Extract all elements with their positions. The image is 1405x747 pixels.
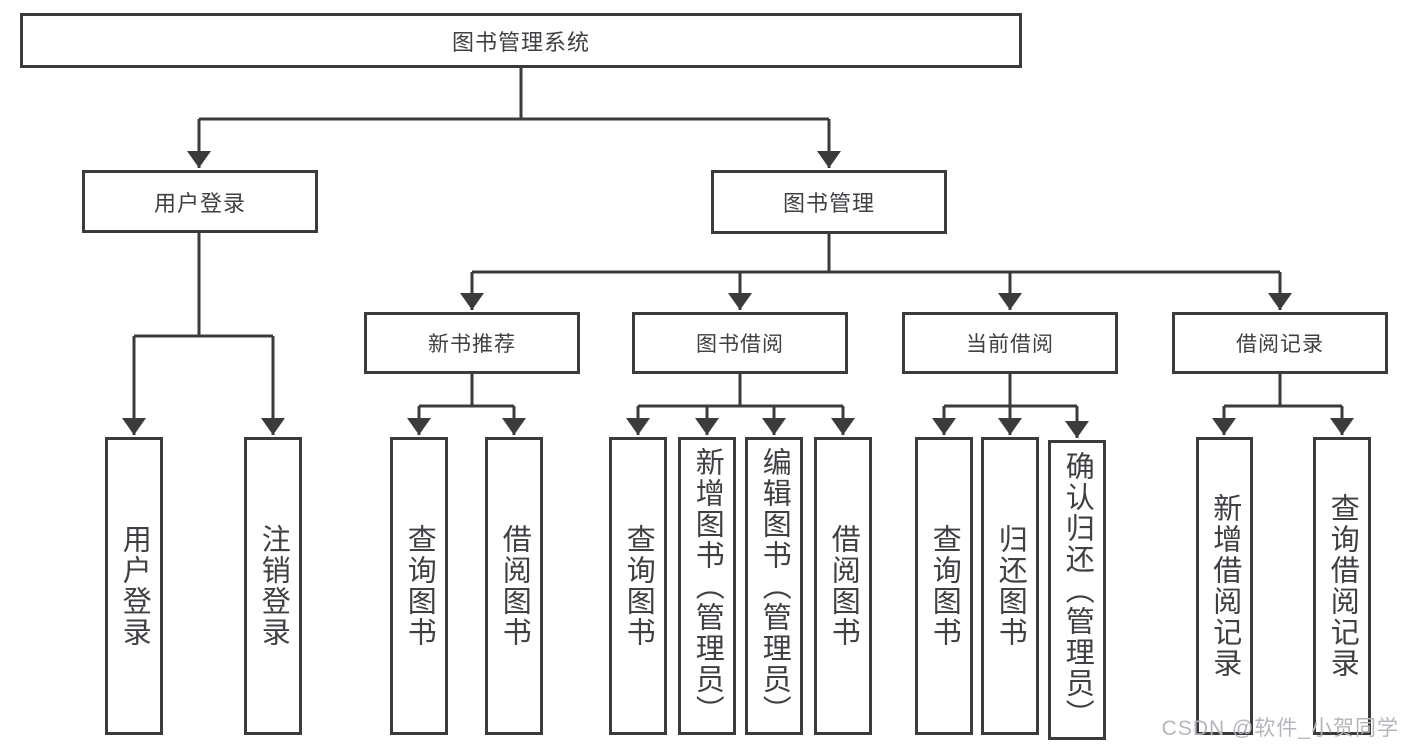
- node-current-borrow: 当前借阅: [902, 312, 1118, 374]
- leaf-user-login: 用户登录: [105, 437, 163, 735]
- node-book-borrow: 图书借阅: [632, 312, 848, 374]
- leaf-recommend-borrow-book: 借阅图书: [485, 437, 543, 735]
- node-new-book-recommend: 新书推荐: [364, 312, 580, 374]
- leaf-add-borrow-record: 新增借阅记录: [1196, 437, 1253, 735]
- leaf-recommend-query-book: 查询图书: [390, 437, 448, 735]
- leaf-add-book-admin: 新增图书（管理员）: [678, 437, 736, 735]
- leaf-return-book: 归还图书: [981, 437, 1039, 735]
- leaf-borrow-book: 借阅图书: [814, 437, 872, 735]
- leaf-borrow-query-book: 查询图书: [609, 437, 667, 735]
- node-book-management: 图书管理: [711, 170, 947, 234]
- leaf-current-query-book: 查询图书: [915, 437, 973, 735]
- node-borrow-records: 借阅记录: [1172, 312, 1388, 374]
- leaf-logout: 注销登录: [244, 437, 302, 735]
- leaf-edit-book-admin: 编辑图书（管理员）: [745, 437, 803, 735]
- leaf-query-borrow-record: 查询借阅记录: [1313, 437, 1371, 735]
- node-user-login: 用户登录: [82, 170, 318, 233]
- leaf-confirm-return-admin: 确认归还（管理员）: [1048, 440, 1106, 740]
- node-library-management-system: 图书管理系统: [20, 13, 1022, 68]
- csdn-watermark: CSDN @软件_小贺同学: [1161, 717, 1399, 740]
